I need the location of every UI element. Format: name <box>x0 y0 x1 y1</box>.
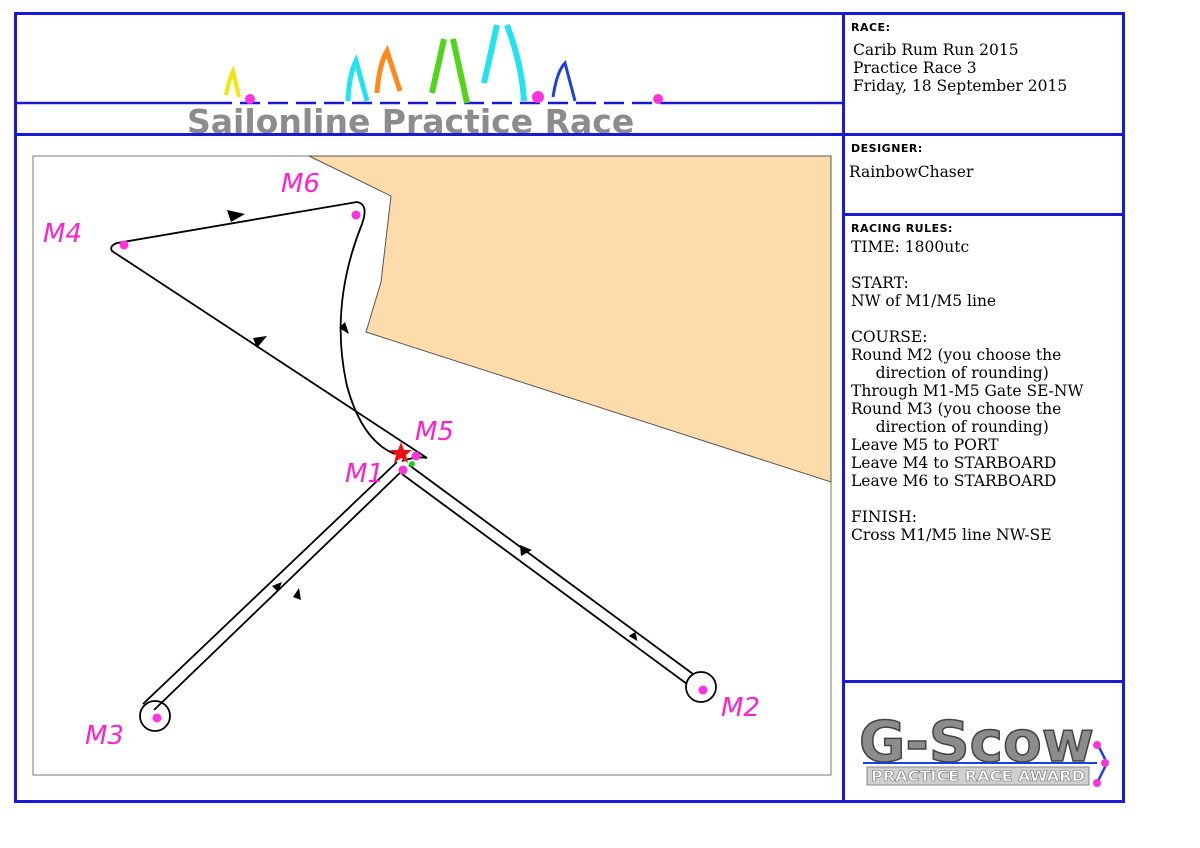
rules-line: Leave M5 to PORT <box>851 436 999 454</box>
award-title: G-Scow <box>859 710 1094 775</box>
rules-line: Cross M1/M5 line NW-SE <box>851 526 1052 544</box>
designer-panel: DESIGNER: RainbowChaser <box>842 133 1125 216</box>
rules-line: FINISH: <box>851 508 917 526</box>
header-banner: Sailonline Practice Race <box>14 12 845 136</box>
rules-line: COURSE: <box>851 328 928 346</box>
mark-label-m5: M5 <box>415 417 454 447</box>
mark-label-m2: M2 <box>721 693 760 723</box>
rules-line <box>851 490 1083 508</box>
map-panel: M1 M2 M3 M4 M5 M6 <box>14 133 845 803</box>
direction-arrows <box>227 210 638 642</box>
rules-line: Round M3 (you choose the <box>851 400 1062 418</box>
rules-heading: RACING RULES: <box>851 222 953 235</box>
rules-line: direction of rounding) <box>851 364 1049 382</box>
course-path <box>110 201 717 732</box>
sail-logo: Sailonline Practice Race <box>17 23 842 133</box>
course-marks <box>119 210 708 723</box>
race-number: Practice Race 3 <box>853 59 977 77</box>
rules-line: TIME: 1800utc <box>851 238 970 256</box>
mark-label-m4: M4 <box>43 219 82 249</box>
award-panel: G-Scow PRACTICE RACE AWARD <box>842 680 1125 803</box>
rules-line: Through M1-M5 Gate SE-NW <box>851 382 1084 400</box>
rules-line <box>851 310 1083 328</box>
designer-name: RainbowChaser <box>849 163 974 181</box>
land-mass <box>308 155 832 483</box>
award-subtitle: PRACTICE RACE AWARD <box>871 769 1085 785</box>
rules-line: Round M2 (you choose the <box>851 346 1062 364</box>
designer-heading: DESIGNER: <box>851 142 923 155</box>
mark-label-m6: M6 <box>281 169 320 199</box>
gate-marker <box>409 461 415 467</box>
race-details: Carib Rum Run 2015 Practice Race 3 Frida… <box>853 41 1067 95</box>
rules-line: Leave M6 to STARBOARD <box>851 472 1057 490</box>
rules-line: START: <box>851 274 909 292</box>
rules-line: NW of M1/M5 line <box>851 292 997 310</box>
mark-label-m3: M3 <box>85 721 124 751</box>
header-title: Sailonline Practice Race <box>187 102 634 133</box>
start-star-icon <box>390 442 412 463</box>
course-map: M1 M2 M3 M4 M5 M6 <box>32 155 832 776</box>
rules-line: Leave M4 to STARBOARD <box>851 454 1057 472</box>
race-date: Friday, 18 September 2015 <box>853 77 1068 95</box>
award-logo: G-Scow PRACTICE RACE AWARD <box>858 709 1109 787</box>
race-panel: RACE: Carib Rum Run 2015 Practice Race 3… <box>842 12 1125 136</box>
rules-line: direction of rounding) <box>851 418 1049 436</box>
rules-line <box>851 256 1083 274</box>
race-name: Carib Rum Run 2015 <box>853 41 1019 59</box>
race-heading: RACE: <box>851 21 891 34</box>
mark-label-m1: M1 <box>345 459 384 489</box>
